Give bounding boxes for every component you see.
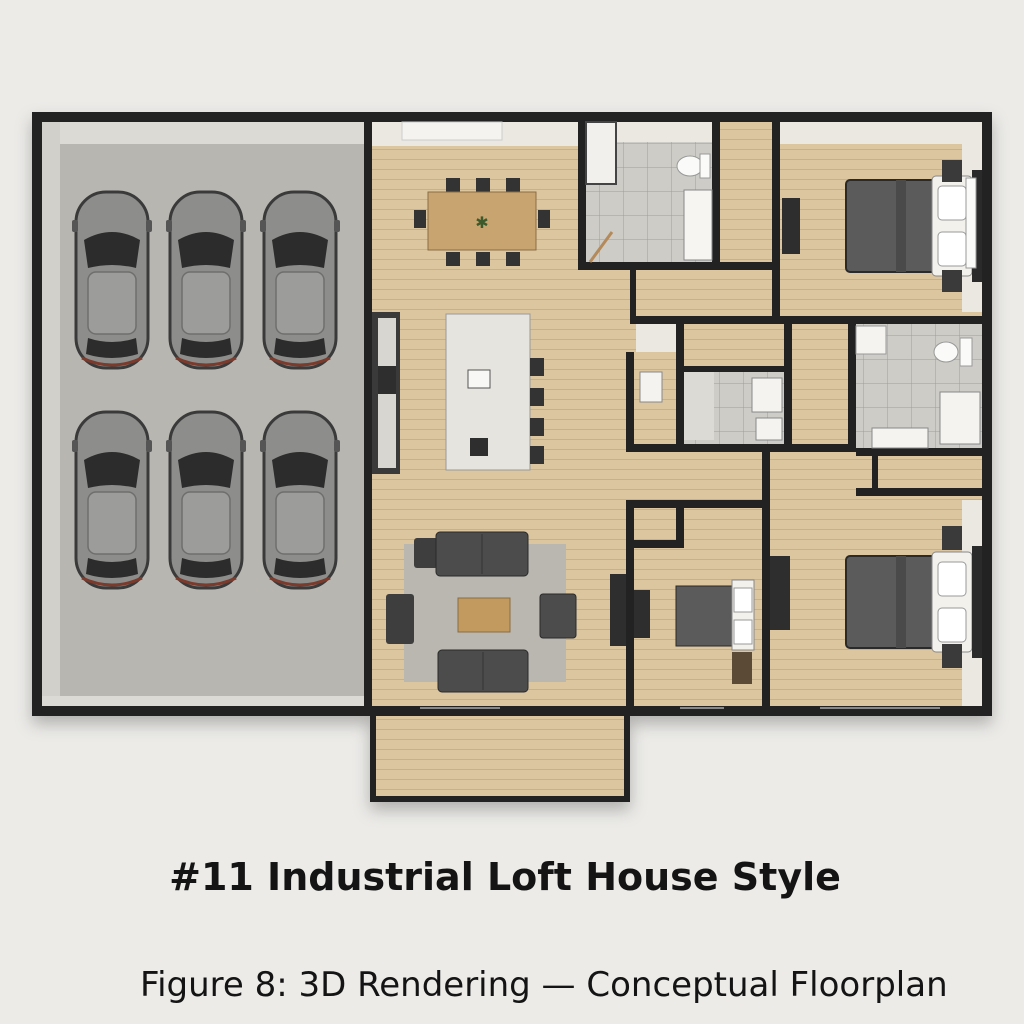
utility-rooms — [634, 324, 956, 488]
toilet-icon — [676, 153, 711, 179]
car-icon — [258, 410, 342, 590]
bedroom-2 — [634, 579, 755, 684]
svg-text:✱: ✱ — [475, 213, 488, 232]
bathroom-2 — [855, 324, 982, 449]
car-icon — [164, 410, 248, 590]
interior-walls — [364, 112, 990, 716]
porch — [376, 716, 624, 796]
car-icon — [70, 410, 154, 590]
bedroom-1 — [845, 160, 983, 292]
car-icon — [164, 190, 248, 370]
bathroom-1 — [585, 121, 713, 263]
living-room — [386, 531, 626, 693]
toilet-icon — [933, 337, 973, 367]
sofa-icon — [414, 531, 529, 577]
kitchen-island-icon — [372, 312, 544, 474]
figure-caption: Figure 8: 3D Rendering — Conceptual Floo… — [140, 965, 948, 1005]
sofa-icon — [437, 649, 529, 693]
car-icon — [70, 190, 154, 370]
bedroom-3 — [770, 526, 983, 668]
bed-icon — [845, 545, 983, 659]
diagram-title: #11 Industrial Loft House Style — [169, 855, 841, 899]
bed-icon — [845, 169, 983, 283]
dining-table-icon: ✱ — [414, 178, 550, 266]
car-icon — [258, 190, 342, 370]
